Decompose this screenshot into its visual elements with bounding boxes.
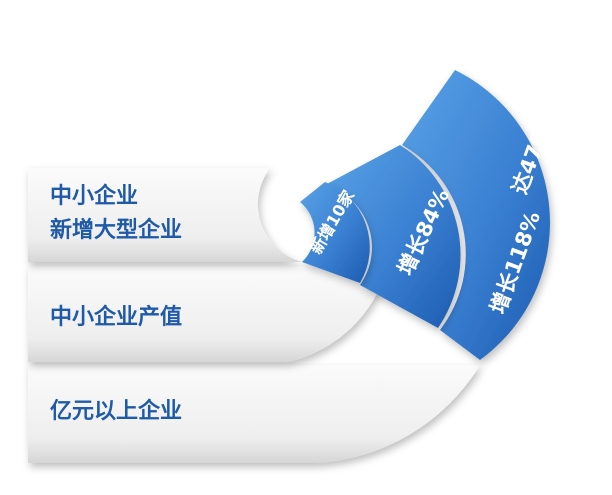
row-2-band [28,266,388,362]
row-1-label-line2: 新增大型企业 [50,217,182,243]
row-1-label-line1: 中小企业 [50,183,138,209]
arc-segment-2 [325,145,461,328]
row-3-band [28,365,480,463]
row-3-label: 亿元以上企业 [50,398,182,424]
row-2-label: 中小企业产值 [50,304,182,330]
arc-segment-3 [402,70,550,360]
arc-segment-1 [300,182,370,283]
row-1-band [28,168,302,262]
